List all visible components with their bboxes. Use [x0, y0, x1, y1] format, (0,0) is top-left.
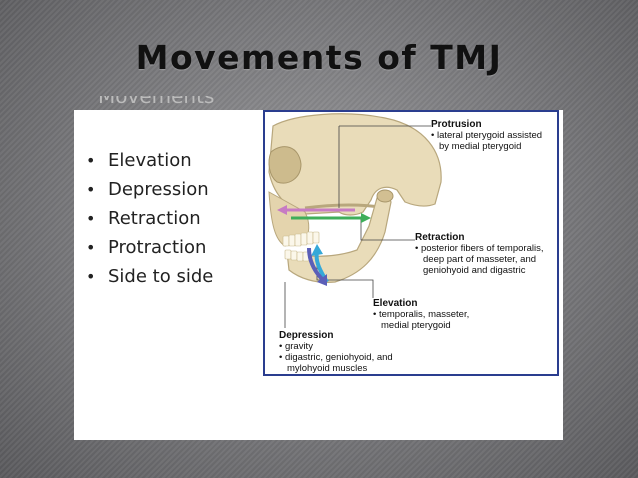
list-item: •Elevation [86, 150, 192, 171]
list-item: •Side to side [86, 266, 214, 287]
list-item: •Depression [86, 179, 209, 200]
depression-arrow [307, 247, 327, 286]
slide-title: Movements of TMJ [135, 38, 503, 77]
label-elevation: Elevation • temporalis, masseter, medial… [373, 298, 470, 331]
retraction-arrow [291, 213, 371, 223]
list-item: •Retraction [86, 208, 201, 229]
skull-illustration [268, 113, 442, 328]
list-item: •Protraction [86, 237, 207, 258]
movement-list: •Elevation •Depression •Retraction •Prot… [86, 146, 213, 291]
cropped-heading: Movements [98, 96, 215, 108]
protrusion-arrow [277, 205, 355, 215]
content-panel: Movements •Elevation •Depression •Retrac… [74, 96, 563, 440]
tmj-figure: Protrusion • lateral pterygoid assisted … [263, 110, 559, 376]
label-retraction: Retraction • posterior fibers of tempora… [415, 232, 544, 276]
label-depression: Depression • gravity • digastric, genioh… [279, 330, 393, 374]
label-protrusion: Protrusion • lateral pterygoid assisted … [431, 119, 543, 152]
